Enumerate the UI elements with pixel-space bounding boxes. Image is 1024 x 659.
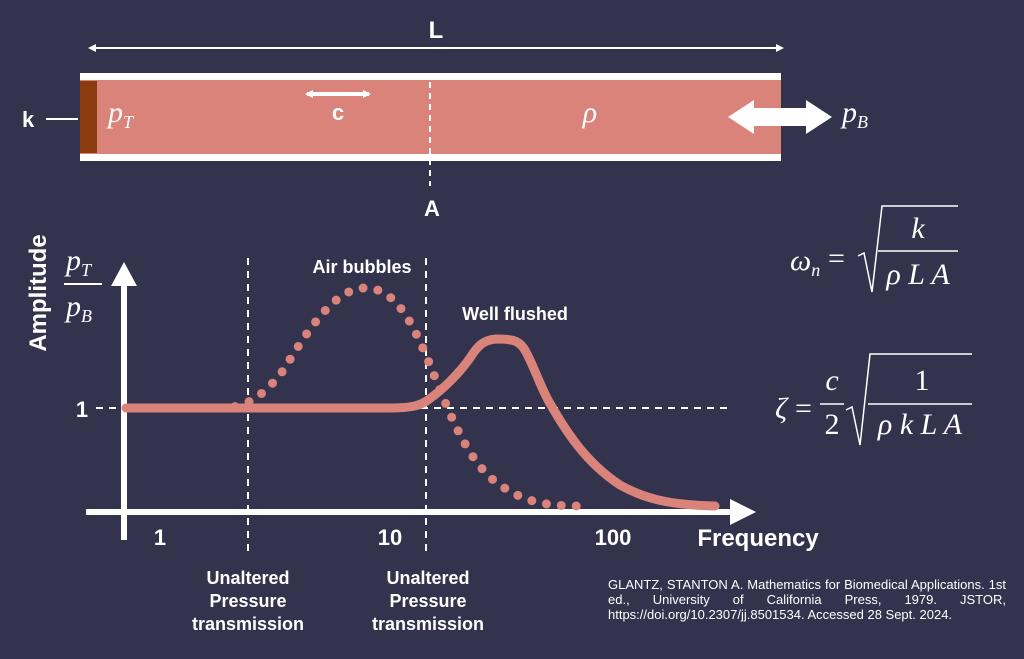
y-ratio-denominator: pB — [64, 290, 92, 326]
tube-diagram: L k pT c ρ A pB — [22, 17, 868, 221]
left-region-label-line: Unaltered — [206, 568, 289, 588]
right-region-label-line: Pressure — [389, 591, 466, 611]
y-axis-title: Amplitude — [25, 234, 52, 351]
damping-coef-denominator: 2 — [825, 408, 840, 441]
stiffness-label: k — [22, 107, 35, 132]
well-flushed-label: Well flushed — [462, 304, 568, 324]
y-axis-arrowhead — [111, 262, 137, 286]
blood-pressure-arrow — [728, 100, 832, 134]
natural-frequency-denominator: ρ L A — [885, 258, 950, 291]
air-bubbles-curve — [125, 283, 585, 511]
tube-top-wall — [80, 73, 781, 80]
x-tick-label: 1 — [154, 525, 166, 550]
air-bubbles-label: Air bubbles — [312, 257, 411, 277]
x-tick-label: 10 — [378, 525, 402, 550]
damping-radical — [845, 353, 972, 446]
length-label: L — [429, 17, 444, 44]
left-region-label-line: Pressure — [209, 591, 286, 611]
compliance-label: c — [332, 100, 344, 125]
damping-lhs: ζ — [775, 392, 789, 425]
transducer-pressure-label: pT — [106, 96, 135, 132]
damping-denominator: ρ k L A — [877, 408, 963, 441]
well-flushed-curve — [121, 334, 720, 511]
citation: GLANTZ, STANTON A. Mathematics for Biome… — [608, 577, 1006, 622]
tube-bottom-wall — [80, 154, 781, 161]
left-region-label: Unaltered Pressure transmission — [192, 568, 304, 634]
natural-frequency-equals: = — [828, 242, 845, 275]
right-region-label-line: Unaltered — [386, 568, 469, 588]
left-region-label-line: transmission — [192, 614, 304, 634]
y-ratio-label: pT pB — [64, 244, 102, 326]
y-ratio-numerator: pT — [64, 244, 93, 280]
natural-frequency-numerator: k — [911, 212, 925, 245]
frequency-response-graph: Amplitude pT pB 1 Air bubbles Well flush… — [25, 234, 819, 634]
natural-frequency-formula: ωn = k ρ L A — [790, 205, 958, 293]
x-tick-label: 100 — [595, 525, 632, 550]
natural-frequency-radical — [857, 205, 958, 293]
damping-coef-numerator: c — [825, 364, 838, 397]
damping-formula: ζ = c 2 1 ρ k L A — [775, 353, 972, 446]
right-region-label-line: transmission — [372, 614, 484, 634]
x-axis-arrowhead — [730, 499, 756, 525]
right-region-label: Unaltered Pressure transmission — [372, 568, 484, 634]
blood-pressure-label: pB — [840, 96, 868, 132]
y-reference-label: 1 — [76, 397, 88, 422]
area-label: A — [424, 196, 440, 221]
natural-frequency-lhs: ωn — [790, 244, 820, 280]
stiffness-plug — [80, 81, 97, 153]
damping-equals: = — [795, 392, 812, 425]
x-axis-title: Frequency — [697, 525, 819, 552]
density-label: ρ — [582, 96, 597, 129]
damping-numerator: 1 — [915, 364, 930, 397]
